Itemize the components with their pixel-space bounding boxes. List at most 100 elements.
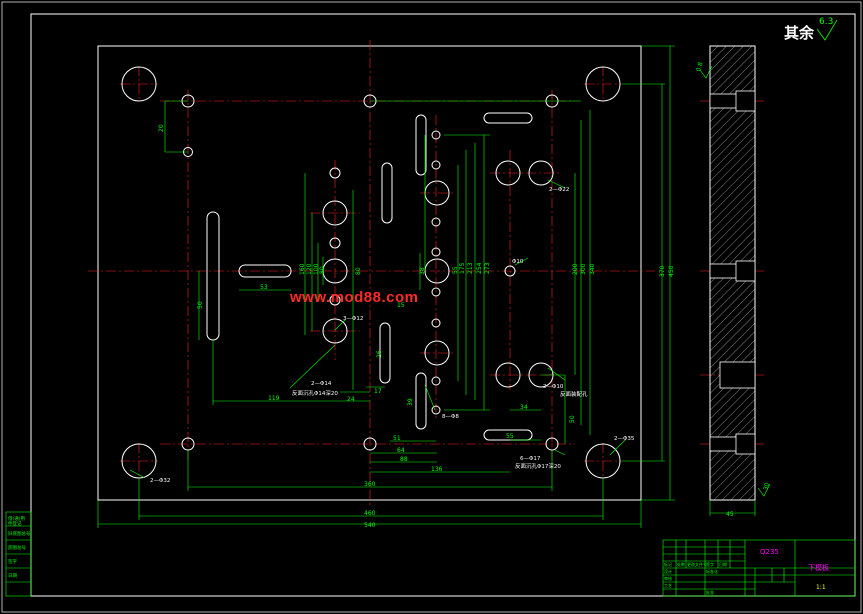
slot: [483, 429, 533, 441]
cavity-hole-small: [431, 376, 441, 386]
dimension-label: 100: [313, 263, 320, 275]
dimension-label: 540: [364, 522, 376, 529]
slot: [483, 112, 533, 124]
dimension-label: 34: [520, 404, 528, 411]
callouts: 2—Φ22 Φ10 3—Φ12 2—Φ14 反面沉孔Φ14深20 8—Φ8 2—…: [150, 187, 635, 484]
dimension-label: 53: [260, 284, 268, 291]
left-label: 底图总号: [8, 544, 26, 551]
cavity-hole: [424, 340, 450, 366]
dimension-label: 55: [452, 266, 459, 274]
dimension-label: 200: [572, 263, 579, 275]
large-hole: [528, 160, 554, 186]
callout: 反面沉孔Φ14深20: [292, 389, 338, 397]
section-view: [699, 45, 771, 516]
dimension-label: 80: [319, 266, 326, 274]
cavity-hole-small: [329, 167, 341, 179]
cavity-hole-small: [431, 130, 441, 140]
left-label: 签字: [8, 558, 17, 565]
slots: [206, 112, 533, 441]
left-side-table: [5, 511, 32, 597]
roughness-label: 其余: [784, 24, 815, 42]
dimension-label: 39: [407, 398, 414, 406]
slot: [379, 322, 391, 384]
callout: 6—Φ17: [520, 456, 541, 462]
dimension-label: 88: [400, 456, 408, 463]
dimension-label: 360: [364, 481, 376, 488]
scale-label: 1:1: [816, 584, 826, 591]
callout: Φ10: [512, 259, 524, 265]
material-label: Q235: [760, 548, 779, 556]
dimension-label: 15: [397, 302, 405, 309]
left-label: 旧底图总号: [8, 530, 31, 537]
title-cell: 标准化: [706, 568, 718, 574]
watermark: www.mod88.com: [290, 289, 419, 306]
slot: [206, 211, 220, 341]
callout: 2—Φ32: [150, 478, 170, 484]
dimension-texts: 20 50 53 160 120 100 80 80 15 38 26 55 1…: [158, 61, 771, 529]
part-name: 下模板: [808, 564, 829, 572]
dimension-label: 50: [569, 415, 576, 423]
title-cell: 更改文件号: [687, 561, 707, 567]
dimension-label: 370: [659, 265, 666, 277]
slot: [415, 114, 427, 176]
title-block-cells: 标记 处数 更改文件号 签字 日期 设计 审核 工艺 标准化 批准: [664, 561, 727, 595]
title-cell: 签字: [706, 561, 714, 567]
callout: 8—Φ8: [442, 414, 459, 420]
left-label: 日期: [8, 573, 17, 579]
dimension-label: 38: [419, 267, 426, 275]
plate-outline: [97, 45, 642, 501]
title-cell: 批准: [706, 589, 714, 595]
dimension-label: 17: [374, 388, 382, 395]
title-cell: 处数: [677, 561, 685, 567]
centerlines: [88, 40, 765, 506]
dimension-label: 24: [347, 396, 355, 403]
slot: [415, 372, 427, 430]
callout: 2—Φ14: [311, 381, 332, 387]
dimension-label: 55: [506, 433, 514, 440]
title-cell: 审核: [664, 575, 672, 581]
callout: 反面装配孔: [560, 390, 588, 398]
dimension-label: 300: [580, 263, 587, 275]
holes: [121, 66, 621, 479]
large-hole: [495, 160, 521, 186]
cavity-hole-small: [431, 247, 441, 257]
dimension-label: 213: [467, 262, 474, 274]
callout: 2—Φ10: [543, 384, 564, 390]
dimension-label: 460: [364, 510, 376, 517]
cavity-hole-small: [431, 318, 441, 328]
cavity-hole-small: [329, 237, 341, 249]
cavity-hole-small: [431, 405, 441, 415]
left-side-labels: 借(通)用 件登记 旧底图总号 底图总号 签字 日期: [8, 515, 31, 579]
dimension-label: 175: [459, 262, 466, 274]
dimension-label: 0.8: [695, 61, 704, 72]
dimension-label: 160: [299, 263, 306, 275]
dimension-label: 50: [197, 301, 204, 309]
title-cell: 标记: [664, 561, 672, 567]
dimension-label: 45: [726, 511, 734, 518]
dimension-label: 64: [397, 447, 405, 454]
dimension-label: 51: [393, 435, 401, 442]
cavity-hole-small: [329, 294, 341, 306]
large-hole: [495, 362, 521, 388]
dimension-label: 30: [762, 482, 771, 491]
dimension-label: 340: [589, 263, 596, 275]
dimension-label: 120: [306, 263, 313, 275]
callout: 反面沉孔Φ17深20: [515, 462, 561, 470]
guide-pillar-hole: [585, 66, 621, 102]
roughness-symbol: [816, 19, 838, 41]
cavity-hole-small: [431, 217, 441, 227]
dimension-label: 273: [484, 262, 491, 274]
title-cell: 日期: [719, 561, 727, 567]
center-hole: [504, 265, 516, 277]
roughness-value: 6.3: [819, 17, 834, 27]
dimension-label: 26: [376, 350, 383, 358]
dimension-label: 119: [268, 395, 280, 402]
dimension-label: 20: [158, 124, 165, 132]
callout: 2—Φ22: [549, 187, 569, 193]
callout: 3—Φ12: [343, 316, 363, 322]
left-label: 借(通)用: [8, 515, 25, 522]
cavity-hole-small: [431, 287, 441, 297]
slot: [381, 162, 393, 224]
